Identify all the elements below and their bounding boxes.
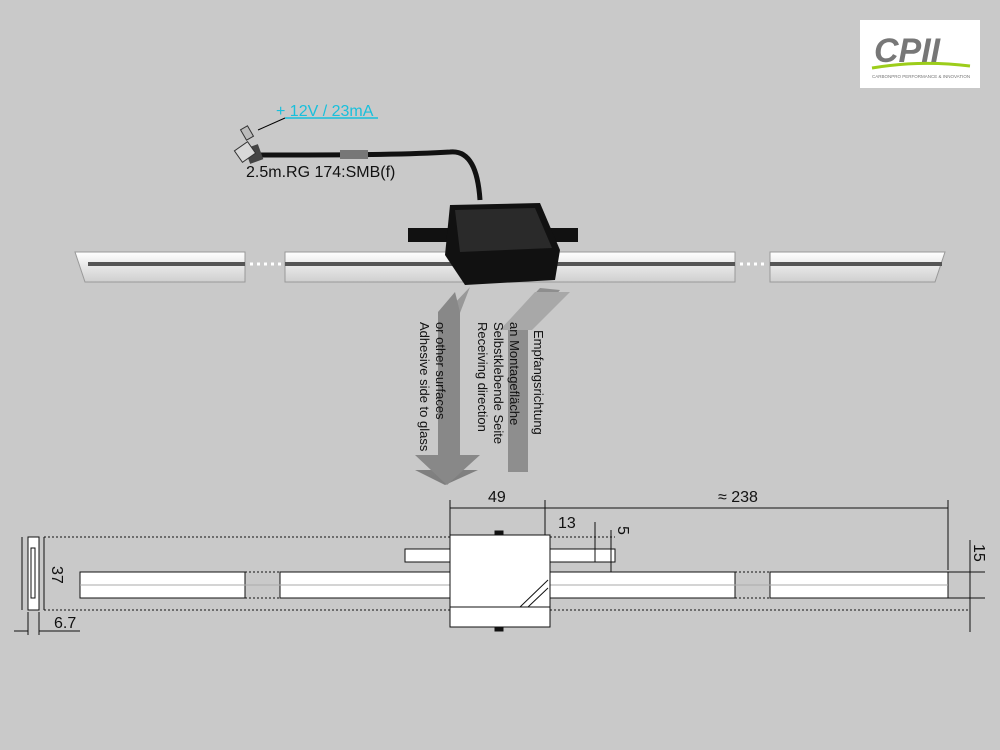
receiving-label-line2: Selbstklebende Seite [491, 322, 506, 444]
antenna-module [445, 203, 560, 285]
adhesive-label-line1: Adhesive side to glass [417, 322, 432, 452]
dim-module-width: 49 [488, 489, 506, 506]
cable-label: 2.5m.RG 174:SMB(f) [246, 164, 395, 181]
adhesive-label-line2: or other surfaces [433, 322, 448, 420]
smb-connector-icon [233, 125, 257, 164]
logo-swoosh [871, 61, 971, 70]
logo-graphic: CPII CARBONPRO PERFORMANCE & INNOVATION [871, 32, 971, 79]
dim-tab: 5 [614, 526, 631, 535]
svg-text:5: 5 [614, 526, 631, 535]
empfang-label: Empfangsrichtung [531, 330, 546, 435]
svg-text:15: 15 [970, 544, 987, 562]
adhesive-direction-arrow [415, 287, 480, 485]
logo-tagline: CARBONPRO PERFORMANCE & INNOVATION [872, 74, 970, 79]
svg-text:37: 37 [48, 566, 65, 584]
cable [233, 117, 483, 201]
brand-logo: CPII CARBONPRO PERFORMANCE & INNOVATION [860, 20, 980, 88]
dim-height: 37 [48, 566, 65, 584]
power-label: + 12V / 23mA [276, 103, 374, 120]
dim-length: ≈ 238 [718, 489, 758, 506]
receiving-label-line3: an Montagefläche [507, 322, 522, 425]
dimension-drawing [14, 500, 985, 635]
antenna-strip [74, 251, 946, 283]
empfang-label-line1: Empfangsrichtung [531, 330, 546, 435]
receiving-label-line1: Receiving direction [475, 322, 490, 432]
receiving-label: Receiving direction Selbstklebende Seite… [475, 322, 522, 444]
dim-thickness: 15 [970, 544, 987, 562]
dim-offset: 13 [558, 515, 576, 532]
receiving-direction-arrow [500, 288, 570, 472]
adhesive-label: Adhesive side to glass or other surfaces [417, 322, 448, 452]
dim-side-thickness: 6.7 [54, 615, 76, 632]
